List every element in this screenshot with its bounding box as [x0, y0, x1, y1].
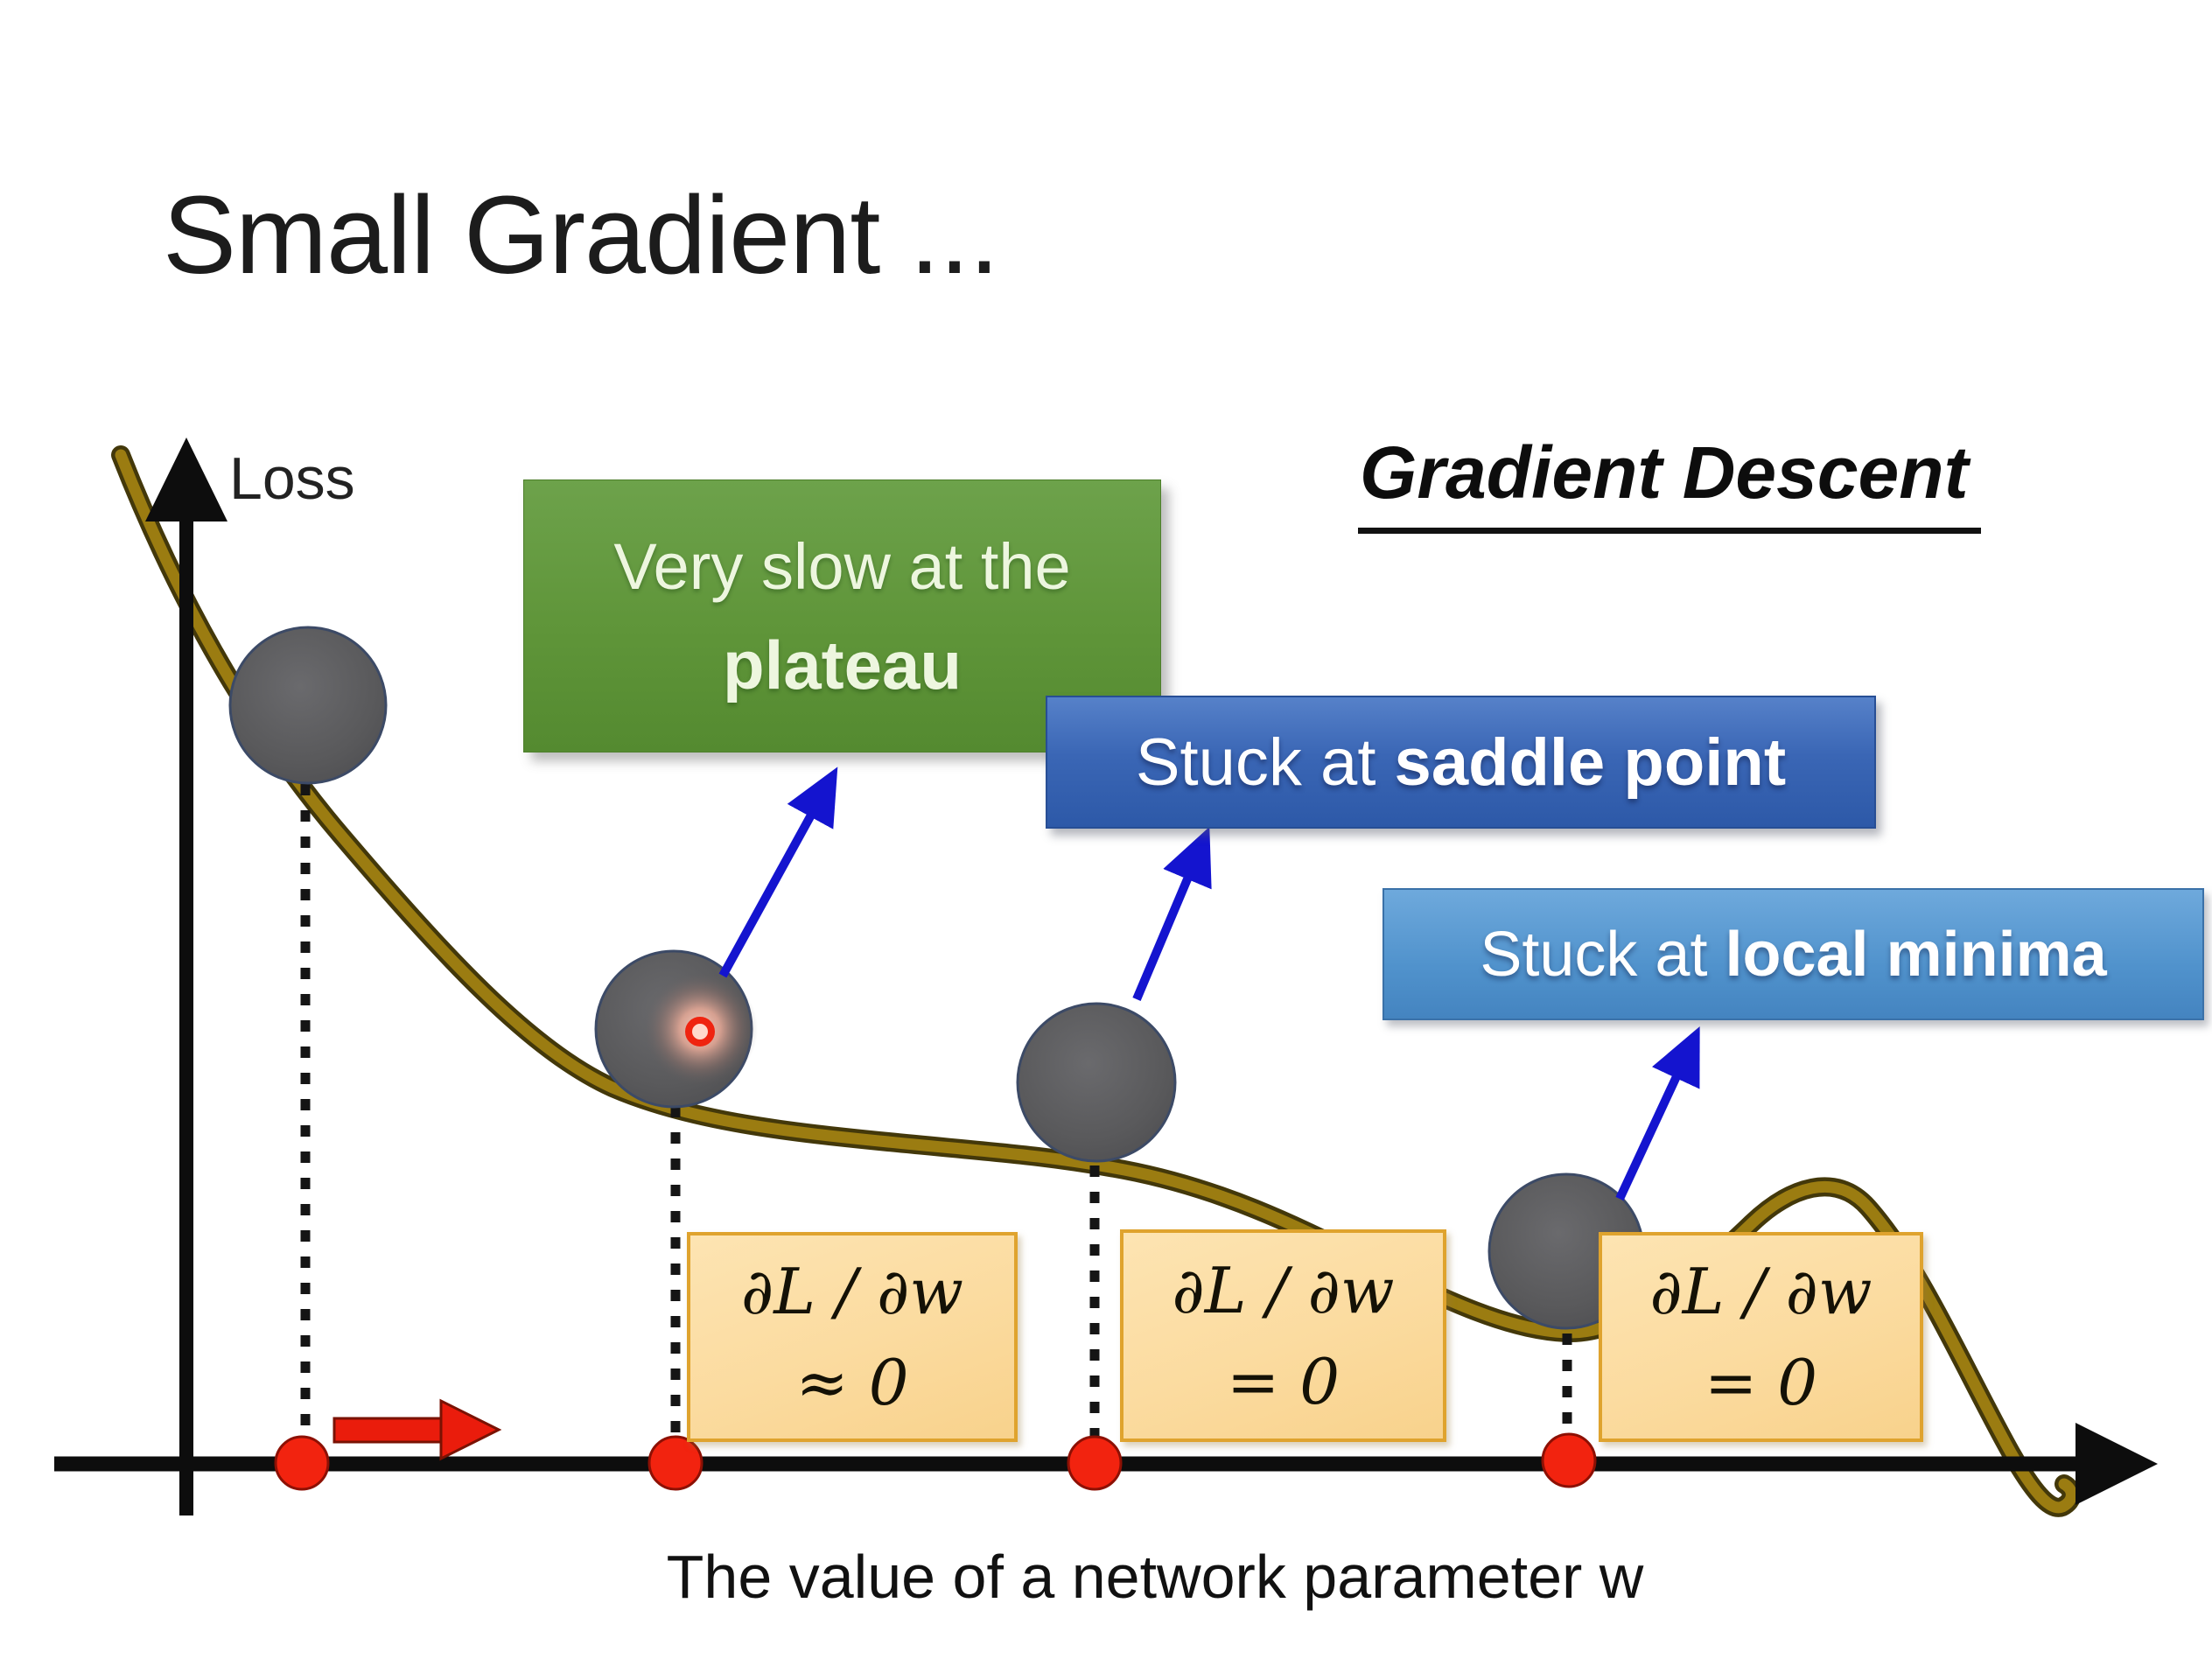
callout-plateau-line1: Very slow at the [613, 530, 1071, 603]
gradient-value: = 0 [1226, 1344, 1340, 1418]
method-heading: Gradient Descent [1358, 430, 1981, 534]
y-axis-label: Loss [229, 445, 355, 512]
ball-start [228, 626, 388, 785]
callout-minima-prefix: Stuck at [1480, 919, 1726, 990]
gradient-formula: ∂L / ∂w [1172, 1253, 1395, 1327]
glow-dot-icon [685, 1017, 715, 1046]
w-marker-minima [1541, 1432, 1597, 1488]
x-axis-label: The value of a network parameter w [666, 1543, 1644, 1611]
y-axis-arrowhead [145, 438, 228, 522]
w-marker-plateau [648, 1435, 704, 1491]
page-title: Small Gradient ... [163, 173, 999, 297]
arrow-to-plateau-callout [718, 766, 838, 978]
callout-minima: Stuck at local minima [1382, 888, 2204, 1020]
callout-minima-term: local minima [1725, 919, 2107, 990]
y-axis [145, 438, 228, 1516]
w-marker-saddle [1067, 1435, 1123, 1491]
callout-saddle-prefix: Stuck at [1135, 724, 1395, 800]
gradient-label-saddle: ∂L / ∂w = 0 [1120, 1229, 1446, 1442]
callout-plateau-line2: plateau [722, 626, 962, 704]
gradient-formula: ∂L / ∂w [1649, 1255, 1872, 1328]
ball-saddle [1016, 1002, 1177, 1163]
gradient-formula: ∂L / ∂w [741, 1255, 963, 1328]
update-step-arrow [332, 1398, 502, 1461]
gradient-label-plateau: ∂L / ∂w ≈ 0 [687, 1232, 1018, 1442]
small-gradient-glow [642, 971, 758, 1087]
w-marker-start [274, 1435, 330, 1491]
gradient-value: ≈ 0 [795, 1346, 909, 1419]
callout-saddle: Stuck at saddle point [1046, 696, 1876, 829]
callout-plateau: Very slow at the plateau [523, 480, 1161, 752]
gradient-value: = 0 [1704, 1346, 1818, 1419]
w-markers [274, 1432, 1597, 1491]
arrow-to-minima-callout [1615, 1026, 1700, 1201]
arrow-to-saddle-callout [1132, 826, 1212, 1001]
gradient-label-minima: ∂L / ∂w = 0 [1599, 1232, 1923, 1442]
x-axis-arrowhead [2076, 1423, 2158, 1505]
callout-saddle-term: saddle point [1394, 724, 1787, 800]
